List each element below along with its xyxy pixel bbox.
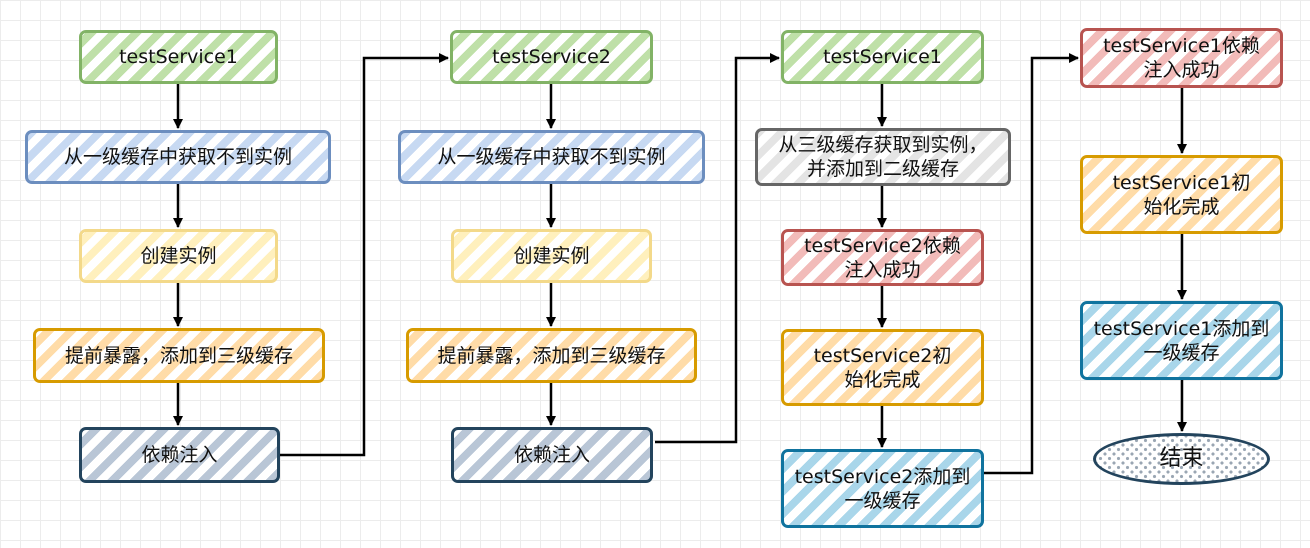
node-c2-cache-miss: 从一级缓存中获取不到实例 bbox=[398, 130, 705, 184]
node-c4-end: 结束 bbox=[1093, 433, 1270, 485]
node-c1-dependency-inject: 依赖注入 bbox=[79, 427, 280, 483]
node-c1-create-instance-label: 创建实例 bbox=[140, 245, 217, 267]
node-c2-test-service2: testService2 bbox=[450, 30, 653, 84]
node-c1-test-service1: testService1 bbox=[79, 30, 278, 84]
node-c1-test-service1-label: testService1 bbox=[119, 46, 238, 68]
node-c3-service2-init-done-label: testService2初始化完成 bbox=[813, 344, 952, 391]
node-c3-service2-inject-success-label: testService2依赖注入成功 bbox=[804, 234, 961, 281]
node-c4-end-label: 结束 bbox=[1159, 446, 1204, 471]
link-c1-inject-to-c2-service bbox=[280, 53, 449, 457]
node-c4-service1-init-done: testService1初始化完成 bbox=[1080, 155, 1283, 234]
node-c4-service1-inject-success-label: testService1依赖注入成功 bbox=[1103, 35, 1260, 81]
node-c1-cache-miss: 从一级缓存中获取不到实例 bbox=[25, 130, 331, 184]
node-c2-early-expose: 提前暴露，添加到三级缓存 bbox=[406, 328, 697, 383]
node-c2-cache-miss-label: 从一级缓存中获取不到实例 bbox=[437, 146, 666, 168]
node-c3-service2-init-done: testService2初始化完成 bbox=[781, 329, 984, 406]
node-c3-service2-add-first-cache: testService2添加到一级缓存 bbox=[781, 449, 984, 528]
node-c1-early-expose: 提前暴露，添加到三级缓存 bbox=[33, 328, 325, 383]
node-c3-from-third-cache: 从三级缓存获取到实例，并添加到二级缓存 bbox=[755, 128, 1011, 186]
node-c3-from-third-cache-label: 从三级缓存获取到实例，并添加到二级缓存 bbox=[778, 134, 988, 180]
node-c2-create-instance: 创建实例 bbox=[451, 229, 652, 283]
node-c2-create-instance-label: 创建实例 bbox=[513, 245, 590, 267]
node-c3-test-service1: testService1 bbox=[781, 30, 984, 84]
node-c1-dependency-inject-label: 依赖注入 bbox=[141, 444, 218, 466]
node-c3-test-service1-label: testService1 bbox=[823, 46, 942, 68]
node-c4-service1-add-first-cache-label: testService1添加到一级缓存 bbox=[1093, 317, 1270, 364]
node-c2-dependency-inject: 依赖注入 bbox=[451, 427, 653, 483]
node-c2-dependency-inject-label: 依赖注入 bbox=[513, 444, 590, 466]
node-c3-service2-inject-success: testService2依赖注入成功 bbox=[781, 229, 984, 286]
node-c4-service1-inject-success: testService1依赖注入成功 bbox=[1080, 28, 1283, 88]
node-c2-early-expose-label: 提前暴露，添加到三级缓存 bbox=[437, 344, 666, 367]
node-c4-service1-init-done-label: testService1初始化完成 bbox=[1112, 171, 1251, 218]
node-c1-create-instance: 创建实例 bbox=[79, 229, 278, 283]
node-c1-early-expose-label: 提前暴露，添加到三级缓存 bbox=[64, 344, 293, 367]
node-c1-cache-miss-label: 从一级缓存中获取不到实例 bbox=[63, 146, 292, 168]
node-c4-service1-add-first-cache: testService1添加到一级缓存 bbox=[1080, 301, 1283, 380]
link-c3-addfirst-to-c4-injectok bbox=[984, 53, 1079, 475]
node-c3-service2-add-first-cache-label: testService2添加到一级缓存 bbox=[794, 465, 971, 512]
node-c2-test-service2-label: testService2 bbox=[492, 46, 611, 68]
link-c2-inject-to-c3-service bbox=[655, 53, 780, 444]
